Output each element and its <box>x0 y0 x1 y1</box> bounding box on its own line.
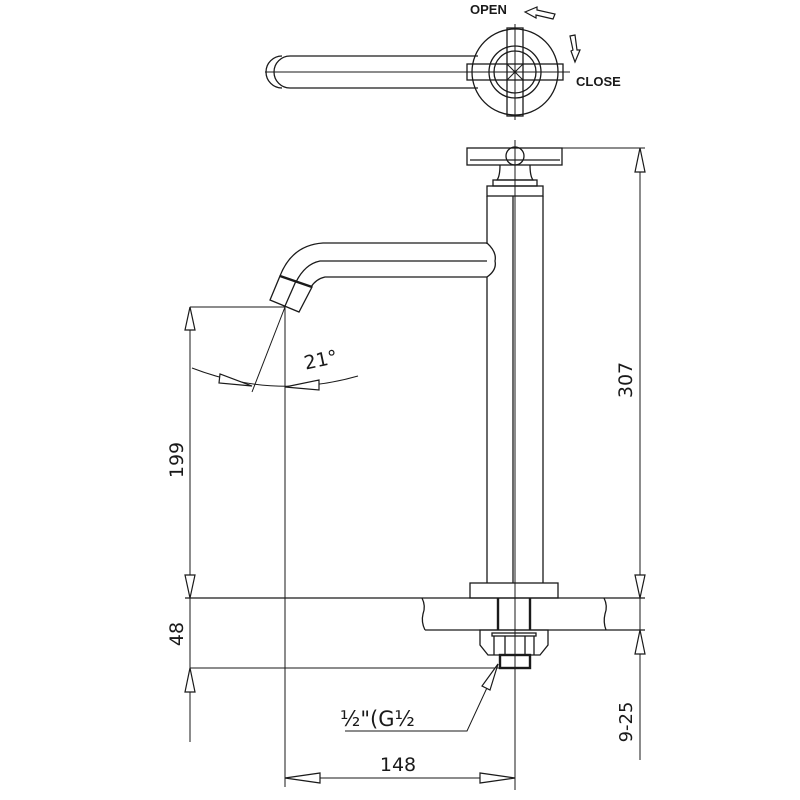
open-arrow-icon <box>523 6 556 20</box>
dim-spout-reach: 148 <box>380 754 416 776</box>
dim-total-height: 307 <box>615 362 637 398</box>
front-view <box>185 140 645 790</box>
open-label: OPEN <box>470 2 507 17</box>
dim-counter-thickness: 9-25 <box>616 702 637 743</box>
close-label: CLOSE <box>576 74 621 89</box>
lock-nut <box>479 629 549 656</box>
dim-spout-angle: 21° <box>302 346 340 375</box>
base-flange <box>469 582 559 599</box>
dim-spout-height: 199 <box>166 442 188 478</box>
top-view: OPEN CLOSE <box>265 2 621 120</box>
dim-connection-thread: ½"(G½ <box>340 707 415 731</box>
spout <box>279 242 487 277</box>
close-arrow-icon <box>569 34 581 64</box>
dim-below-counter: 48 <box>166 622 188 646</box>
dimensions: 199 48 307 9-25 21° 148 ½"(G½ <box>166 147 646 787</box>
